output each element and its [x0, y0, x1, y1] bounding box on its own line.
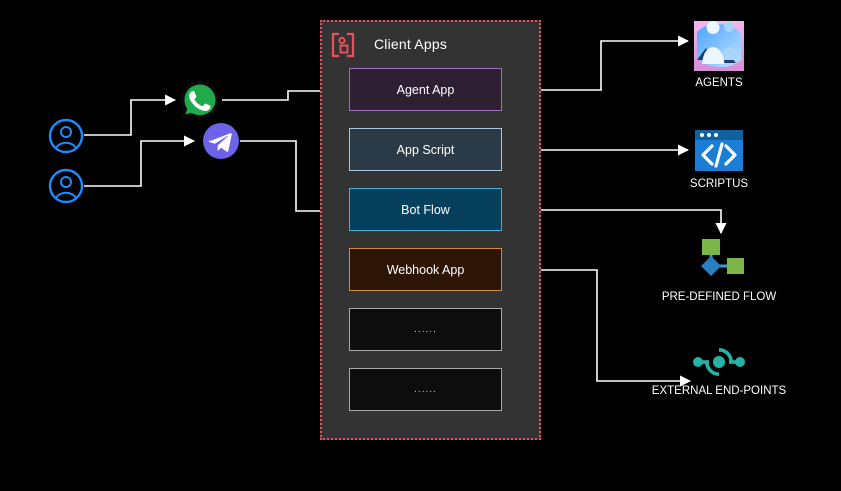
app-box-app-script[interactable]: App Script	[349, 128, 502, 171]
scriptus-icon	[695, 130, 743, 171]
app-box-label: ......	[414, 324, 437, 335]
app-box-label: App Script	[396, 142, 455, 157]
whatsapp-icon	[181, 81, 219, 120]
app-box-bot-flow[interactable]: Bot Flow	[349, 188, 502, 231]
app-box-label: Agent App	[396, 82, 455, 97]
app-box-placeholder-1[interactable]: ......	[349, 308, 502, 351]
target-node-agents: AGENTS	[630, 20, 808, 89]
endpoints-icon	[693, 348, 745, 376]
target-caption: AGENTS	[695, 77, 743, 89]
user-avatar-icon	[48, 168, 84, 204]
user-avatar-1	[48, 118, 84, 154]
target-node-pre-defined-flow: PRE-DEFINED FLOW	[630, 236, 808, 303]
app-box-placeholder-2[interactable]: ......	[349, 368, 502, 411]
user-avatar-2	[48, 168, 84, 204]
telegram-channel	[202, 122, 240, 160]
target-node-external-end-points: EXTERNAL END-POINTS	[610, 344, 828, 397]
whatsapp-channel	[178, 78, 222, 122]
target-caption: SCRIPTUS	[689, 178, 749, 190]
target-node-scriptus: SCRIPTUS	[630, 128, 808, 190]
target-caption: EXTERNAL END-POINTS	[651, 385, 787, 397]
telegram-icon	[203, 123, 239, 159]
user-avatar-icon	[48, 118, 84, 154]
app-box-label: ......	[414, 384, 437, 395]
app-box-agent-app[interactable]: Agent App	[349, 68, 502, 111]
target-caption: PRE-DEFINED FLOW	[661, 291, 777, 303]
client-apps-icon	[330, 32, 356, 58]
app-box-label: Bot Flow	[401, 202, 450, 217]
app-box-label: Webhook App	[386, 262, 465, 277]
agents-icon	[694, 21, 744, 71]
client-apps-title: Client Apps	[374, 36, 448, 52]
flow-icon	[701, 239, 744, 276]
app-box-webhook-app[interactable]: Webhook App	[349, 248, 502, 291]
